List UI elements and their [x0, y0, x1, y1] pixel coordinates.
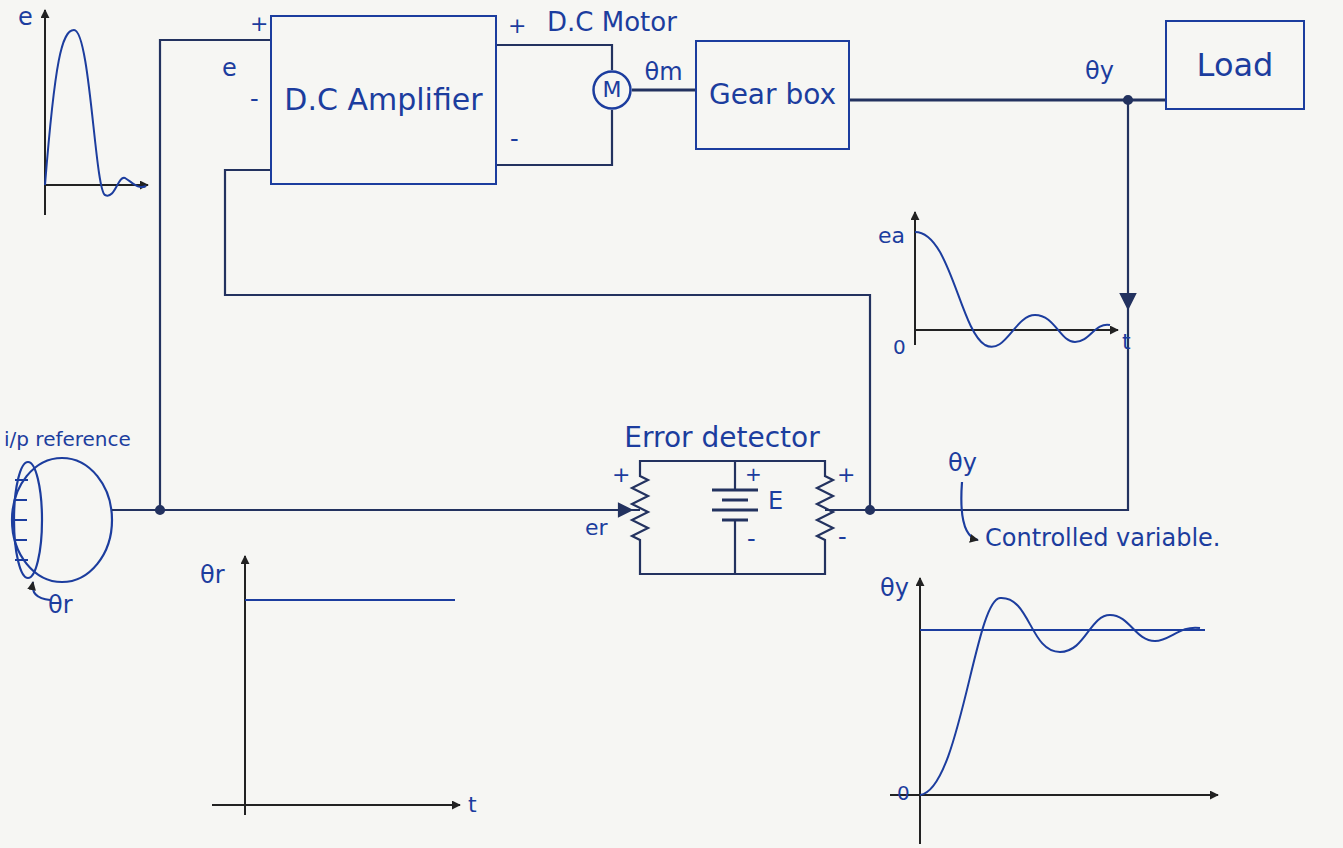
graph-axis [244, 556, 246, 815]
graph-axis [919, 578, 921, 844]
node-title: Gear box [709, 78, 836, 112]
signal-label: i/p reference [4, 428, 131, 450]
step-input [245, 599, 455, 601]
battery-plate [712, 509, 758, 512]
shaft-connector [850, 99, 1165, 102]
shaft-connector [632, 89, 695, 92]
dial-knurling [14, 480, 28, 560]
signal-label: + [745, 463, 762, 485]
signal-label: ea [878, 224, 905, 248]
node-title: Error detector [624, 423, 819, 454]
signal-label: t [1122, 330, 1131, 354]
node-title: D.C Amplifier [284, 82, 482, 118]
battery-wire [734, 460, 736, 490]
error-detector: Error detector [640, 460, 825, 575]
load-box: Load [1165, 20, 1305, 110]
dial-knurl-band [14, 462, 42, 578]
wire-connector [497, 110, 612, 165]
battery-plate [722, 499, 748, 502]
wire-connector [160, 40, 640, 510]
signal-label: - [250, 86, 259, 112]
dial-shaft [112, 509, 160, 511]
pointer-hook [33, 582, 50, 600]
signal-label: + [508, 14, 526, 38]
signal-label: 0 [893, 336, 906, 358]
node-title: Load [1197, 46, 1274, 84]
battery-wire [734, 520, 736, 575]
wire-connector [497, 45, 612, 70]
motor-symbol [592, 70, 632, 110]
motor-outline [594, 72, 631, 109]
wire-connector [225, 170, 870, 510]
reference-potentiometer [632, 460, 648, 575]
signal-label: - [747, 526, 756, 552]
signal-label: e [18, 4, 33, 30]
signal-label: θy [948, 450, 977, 476]
feedback-link [870, 100, 1128, 510]
callout-arrow [961, 482, 978, 540]
feedback-potentiometer [817, 460, 833, 575]
signal-label: er [585, 516, 608, 540]
signal-label: + [250, 12, 268, 36]
node-text: M [603, 78, 622, 102]
battery-plate [712, 489, 758, 492]
setpoint-line [920, 629, 1205, 631]
motor: D.C MotorM [562, 0, 662, 112]
ea-curve [915, 232, 1110, 347]
response-curve [920, 598, 1200, 795]
signal-label: θr [48, 592, 73, 618]
signal-label: - [838, 524, 847, 550]
graph-axis [915, 329, 1118, 331]
error-curve [45, 30, 146, 196]
signal-label: θy [880, 575, 909, 601]
amplifier-box: D.C Amplifier [270, 15, 497, 185]
signal-label: + [612, 463, 630, 487]
signal-label: E [768, 488, 783, 514]
graph-axis [212, 804, 460, 806]
gear-box: Gear box [695, 40, 850, 150]
node-title: D.C Motor [547, 8, 677, 37]
signal-label: + [837, 463, 855, 487]
signal-label: Controlled variable. [985, 525, 1221, 551]
signal-label: 0 [897, 782, 910, 804]
signal-label: t [468, 793, 477, 817]
signal-label: e [222, 55, 237, 81]
signal-label: θr [200, 562, 225, 588]
signal-label: θy [1085, 58, 1114, 84]
edge-label: θm [644, 59, 682, 85]
flow-arrow [1121, 294, 1135, 308]
signal-label: - [510, 126, 519, 152]
reference-dial [12, 458, 112, 582]
graph-axis [890, 794, 1218, 796]
